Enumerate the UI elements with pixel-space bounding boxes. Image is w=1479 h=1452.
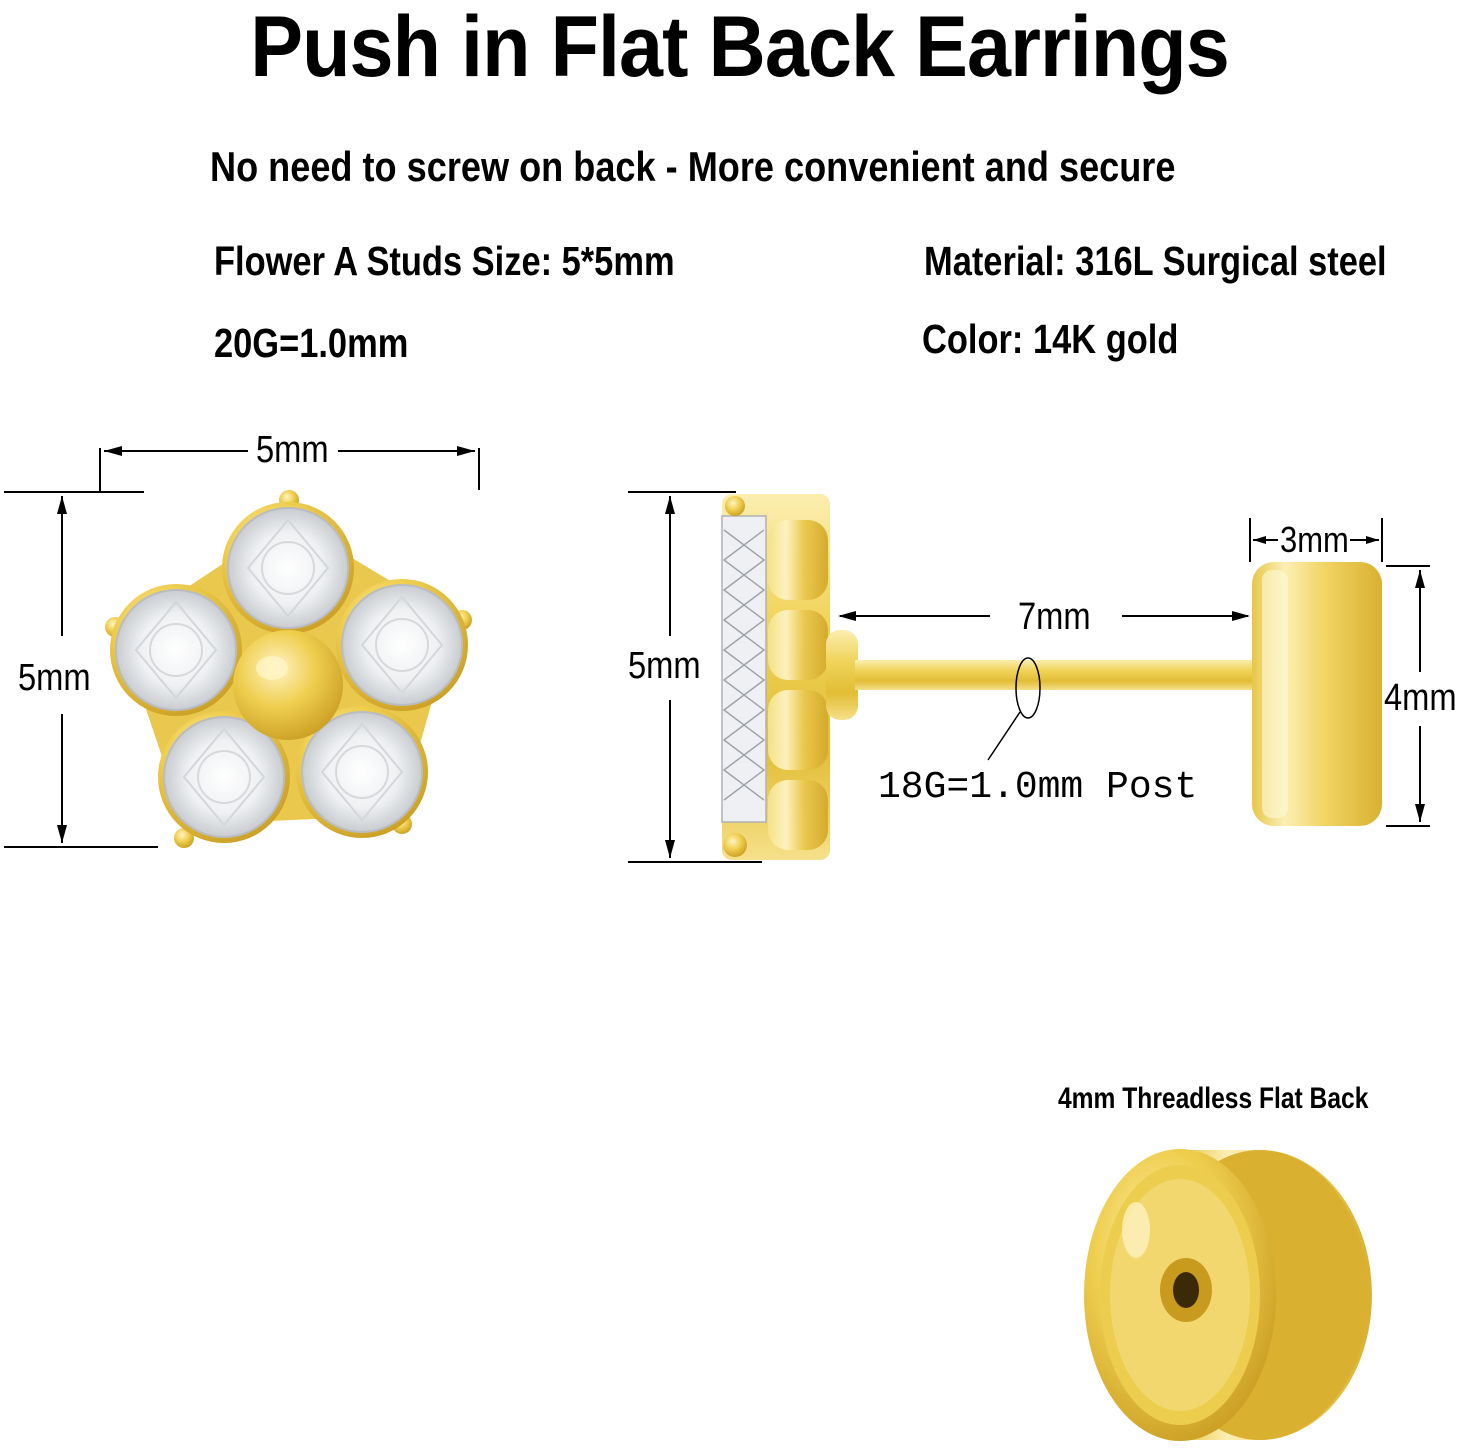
arrow-right-icon: [1232, 611, 1250, 621]
side-height-dimension: [628, 491, 762, 863]
arrow-up-icon: [665, 496, 675, 514]
center-dome: [233, 630, 343, 740]
flat-back-disc: [1084, 1149, 1372, 1441]
arrow-left-icon: [104, 446, 122, 456]
back-width-label: 3mm: [1280, 519, 1349, 560]
prong: [174, 828, 194, 848]
front-height-label: 5mm: [18, 657, 91, 699]
flower-stud-front: [105, 490, 472, 848]
post-gauge-label: 18G=1.0mm Post: [878, 766, 1198, 809]
arrow-up-icon: [1415, 570, 1425, 588]
gem-bottom-right: [296, 706, 428, 838]
front-width-dimension: [99, 448, 480, 492]
arrow-left-icon: [1253, 536, 1266, 544]
arrow-left-icon: [838, 611, 856, 621]
page-title: Push in Flat Back Earrings: [250, 0, 1229, 95]
arrow-down-icon: [665, 840, 675, 858]
spec-color: Color: 14K gold: [922, 316, 1179, 362]
front-width-label: 5mm: [256, 429, 329, 471]
flat-back-side: [1252, 562, 1382, 826]
gem-left: [110, 584, 242, 716]
flower-stud-side: [721, 494, 858, 860]
side-height-label: 5mm: [628, 645, 701, 687]
post-gauge-marker: [1015, 657, 1041, 719]
gem-top: [222, 502, 354, 634]
arrow-down-icon: [57, 825, 67, 843]
post-length-label: 7mm: [1018, 596, 1091, 638]
earring-post: [855, 660, 1255, 690]
flat-back-caption: 4mm Threadless Flat Back: [1058, 1082, 1369, 1115]
arrow-right-icon: [1366, 536, 1379, 544]
subtitle: No need to screw on back - More convenie…: [210, 143, 1176, 190]
gem-right: [336, 579, 468, 711]
spec-gauge: 20G=1.0mm: [214, 320, 409, 366]
arrow-up-icon: [57, 496, 67, 514]
back-hole: [1173, 1272, 1199, 1308]
arrow-right-icon: [457, 446, 475, 456]
front-height-dimension: [4, 491, 158, 848]
spec-size: Flower A Studs Size: 5*5mm: [214, 238, 675, 284]
back-height-label: 4mm: [1384, 677, 1457, 719]
gem-bottom-left: [158, 711, 290, 843]
arrow-down-icon: [1415, 804, 1425, 822]
spec-material: Material: 316L Surgical steel: [924, 238, 1387, 284]
